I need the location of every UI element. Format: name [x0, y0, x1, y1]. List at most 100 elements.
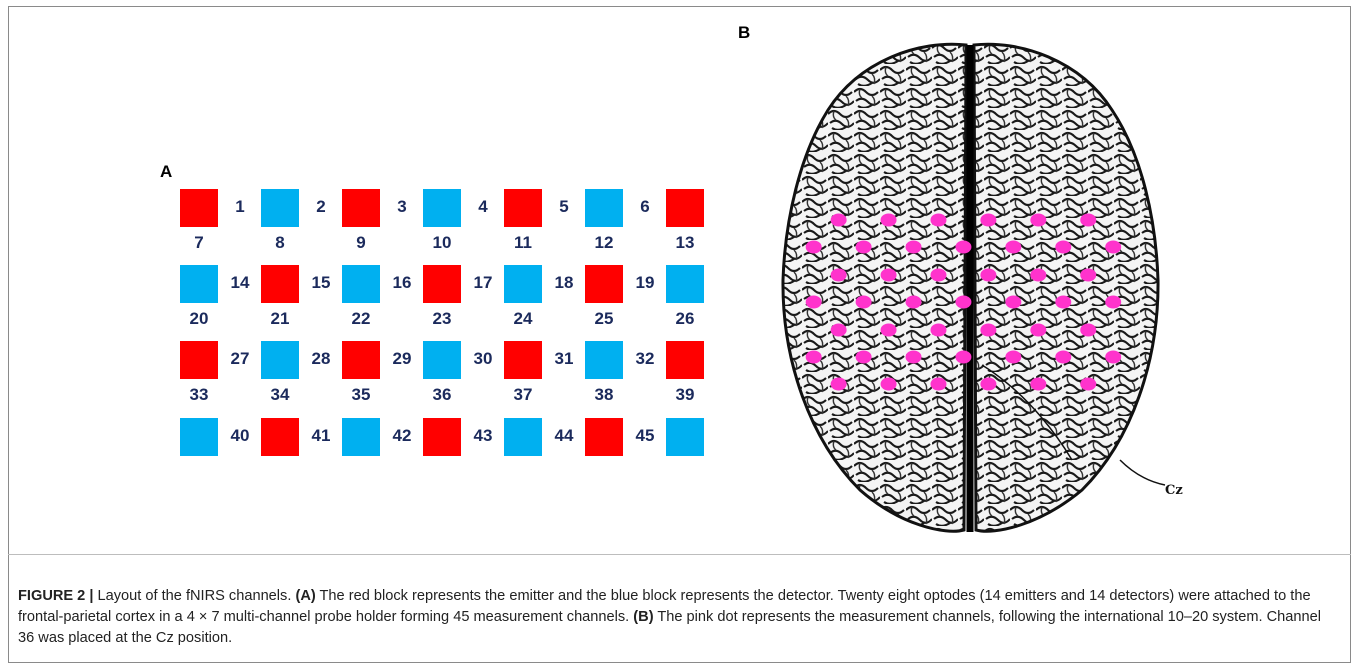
channel-dot: [855, 240, 872, 254]
channel-dot: [905, 350, 922, 364]
channel-number: 13: [675, 233, 695, 252]
detector-optode: [504, 418, 542, 456]
channel-dot: [980, 377, 997, 391]
channel-number: 3: [397, 197, 407, 216]
emitter-optode: [504, 189, 542, 227]
channel-dot: [830, 268, 847, 282]
channel-dot: [980, 268, 997, 282]
channel-dot: [980, 213, 997, 227]
caption-a-marker: (A): [295, 588, 316, 604]
channel-number: 33: [189, 385, 209, 404]
channel-dot: [1105, 350, 1122, 364]
channel-number: 24: [513, 309, 533, 328]
channel-dot: [1030, 377, 1047, 391]
channel-dot: [880, 213, 897, 227]
emitter-optode: [423, 265, 461, 303]
detector-optode: [585, 341, 623, 379]
channel-dot: [830, 213, 847, 227]
channel-dot: [830, 377, 847, 391]
channel-dot: [805, 350, 822, 364]
channel-dot: [855, 295, 872, 309]
detector-optode: [261, 341, 299, 379]
channel-dot: [830, 323, 847, 337]
right-hemisphere: [972, 42, 1160, 533]
channel-number: 25: [594, 309, 614, 328]
channel-number: 26: [675, 309, 695, 328]
detector-optode: [423, 341, 461, 379]
channel-dot: [805, 240, 822, 254]
channel-number: 31: [554, 349, 574, 368]
channel-dot: [930, 377, 947, 391]
channel-dot: [1105, 240, 1122, 254]
central-sulcus-line: [981, 364, 1073, 461]
channel-dot: [1005, 350, 1022, 364]
emitter-optode: [504, 341, 542, 379]
channel-number: 22: [351, 309, 371, 328]
channel-number: 7: [194, 233, 204, 252]
channel-dot: [1080, 268, 1097, 282]
emitter-optode: [261, 265, 299, 303]
channel-number: 41: [311, 426, 331, 445]
emitter-optode: [666, 189, 704, 227]
channel-number: 29: [392, 349, 412, 368]
channel-dot: [905, 240, 922, 254]
figure-frame: [8, 6, 1351, 663]
channel-number: 1: [235, 197, 245, 216]
channel-dot: [1055, 350, 1072, 364]
channel-dot: [1080, 377, 1097, 391]
channel-number: 14: [230, 273, 250, 292]
emitter-optode: [342, 341, 380, 379]
emitter-optode: [585, 418, 623, 456]
channel-dot: [980, 323, 997, 337]
channel-number: 23: [432, 309, 452, 328]
detector-optode: [423, 189, 461, 227]
channel-number: 6: [640, 197, 650, 216]
detector-optode: [180, 265, 218, 303]
channel-dot: [1055, 295, 1072, 309]
channel-dot: [930, 323, 947, 337]
channel-number: 15: [311, 273, 331, 292]
caption-b-text: The pink dot represents the measurement …: [18, 609, 1321, 646]
emitter-optode: [261, 418, 299, 456]
emitter-optode: [666, 341, 704, 379]
emitter-optode: [585, 265, 623, 303]
channel-dot: [880, 377, 897, 391]
channel-number: 9: [356, 233, 366, 252]
channel-dot: [930, 268, 947, 282]
channel-number: 12: [594, 233, 614, 252]
panel-a-label: A: [160, 162, 173, 181]
channel-dot: [880, 323, 897, 337]
detector-optode: [261, 189, 299, 227]
detector-optode: [342, 265, 380, 303]
channel-number: 43: [473, 426, 493, 445]
channel-number: 2: [316, 197, 326, 216]
channel-dot: [905, 295, 922, 309]
channel-dots: [805, 213, 1122, 391]
channel-number: 45: [635, 426, 655, 445]
channel-number: 42: [392, 426, 412, 445]
channel-number: 35: [351, 385, 371, 404]
channel-dot: [1030, 268, 1047, 282]
figure-label: FIGURE 2 |: [18, 588, 94, 604]
detector-optode: [180, 418, 218, 456]
cz-label: Cz: [1165, 483, 1183, 498]
emitter-optode: [180, 189, 218, 227]
cz-pointer: [1119, 459, 1166, 486]
channel-number: 17: [473, 273, 493, 292]
caption-intro: Layout of the fNIRS channels.: [93, 588, 296, 604]
channel-number: 4: [478, 197, 488, 216]
emitter-optode: [180, 341, 218, 379]
channel-dot: [1105, 295, 1122, 309]
channel-number: 30: [473, 349, 493, 368]
brain-illustration: Cz: [781, 42, 1183, 533]
channel-number: 11: [514, 233, 532, 252]
channel-number: 19: [635, 273, 655, 292]
channel-dot: [855, 350, 872, 364]
channel-number: 28: [311, 349, 331, 368]
emitter-optode: [423, 418, 461, 456]
channel-number: 8: [275, 233, 285, 252]
channel-dot: [930, 213, 947, 227]
channel-dot: [880, 268, 897, 282]
emitter-optode: [342, 189, 380, 227]
channel-number: 36: [432, 385, 452, 404]
